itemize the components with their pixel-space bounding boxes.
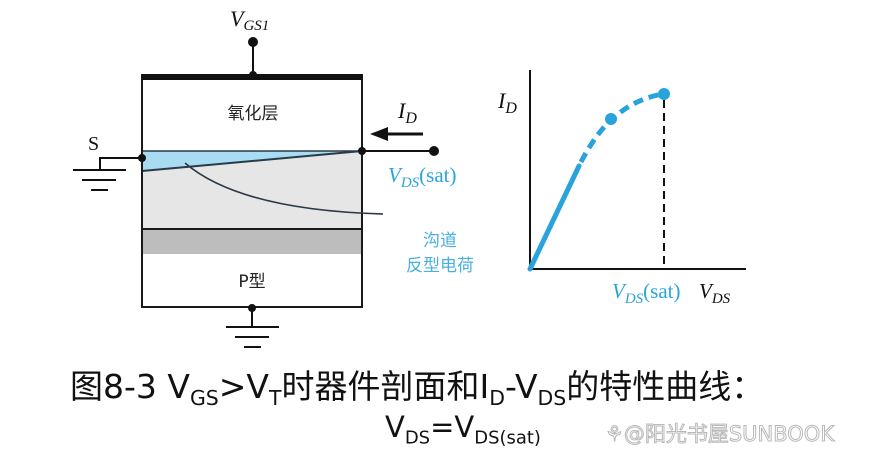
id-vds-graph: ID VDS(sat) VDS <box>497 70 746 307</box>
source-lead <box>99 157 142 169</box>
caption-suffix: 的特性曲线： <box>566 367 765 406</box>
caption-ds-sub: DS <box>537 386 567 411</box>
drain-terminal-dot <box>429 146 439 156</box>
caption-d-sub: D <box>489 386 505 411</box>
channel-label-line1: 沟道 <box>423 231 457 251</box>
source-junction-dot <box>138 154 146 162</box>
caption-t-sub: T <box>269 386 282 411</box>
caption-line2-ds-sub: DS <box>404 427 431 449</box>
caption-line2-sat-sub: DS(sat) <box>474 427 541 449</box>
channel-label-line2: 反型电荷 <box>406 256 474 276</box>
caption-gs-sub: GS <box>189 386 219 411</box>
source-label: S <box>88 133 99 155</box>
substrate-band <box>142 229 362 254</box>
vds-sat-label: VDS(sat) <box>388 163 457 191</box>
saturation-approach-curve <box>578 91 665 164</box>
caption-line-1: 图8-3 VGS>VT时器件剖面和ID-VDS的特性曲线： <box>70 360 764 410</box>
mosfet-cross-section: VGS1 氧化层 S ID VDS(sat) 沟道 反型电荷 <box>73 6 474 348</box>
caption-prefix: 图8-3 V <box>70 367 190 406</box>
channel-pointer-line <box>184 162 384 215</box>
caption-gt: >V <box>218 367 270 406</box>
channel-edge-line <box>141 150 363 172</box>
x-axis-label: VDS <box>699 279 731 307</box>
gate-junction-dot <box>249 71 257 79</box>
gate-terminal-dot <box>248 37 258 47</box>
curve-point-sat <box>658 88 670 100</box>
curve-point-1 <box>605 113 617 125</box>
caption-dash-v: -V <box>504 367 538 406</box>
caption-line2-eq: =V <box>430 410 475 444</box>
gate-voltage-label: VGS1 <box>230 6 269 34</box>
y-axis-label: ID <box>497 88 517 117</box>
oxide-layer-label: 氧化层 <box>228 104 279 124</box>
caption-line2-v: V <box>385 410 405 444</box>
caption-line-2: VDS=VDS(sat) <box>385 410 541 448</box>
linear-region-curve <box>527 163 582 272</box>
drain-current-arrow-icon <box>370 127 388 141</box>
vds-sat-tick-label: VDS(sat) <box>612 279 681 307</box>
watermark: ⚘@阳光书屋SUNBOOK <box>604 422 835 447</box>
caption-middle: 时器件剖面和I <box>281 367 490 406</box>
substrate-label: P型 <box>238 272 265 292</box>
drain-junction-dot <box>358 147 366 155</box>
drain-current-label: ID <box>397 98 417 127</box>
